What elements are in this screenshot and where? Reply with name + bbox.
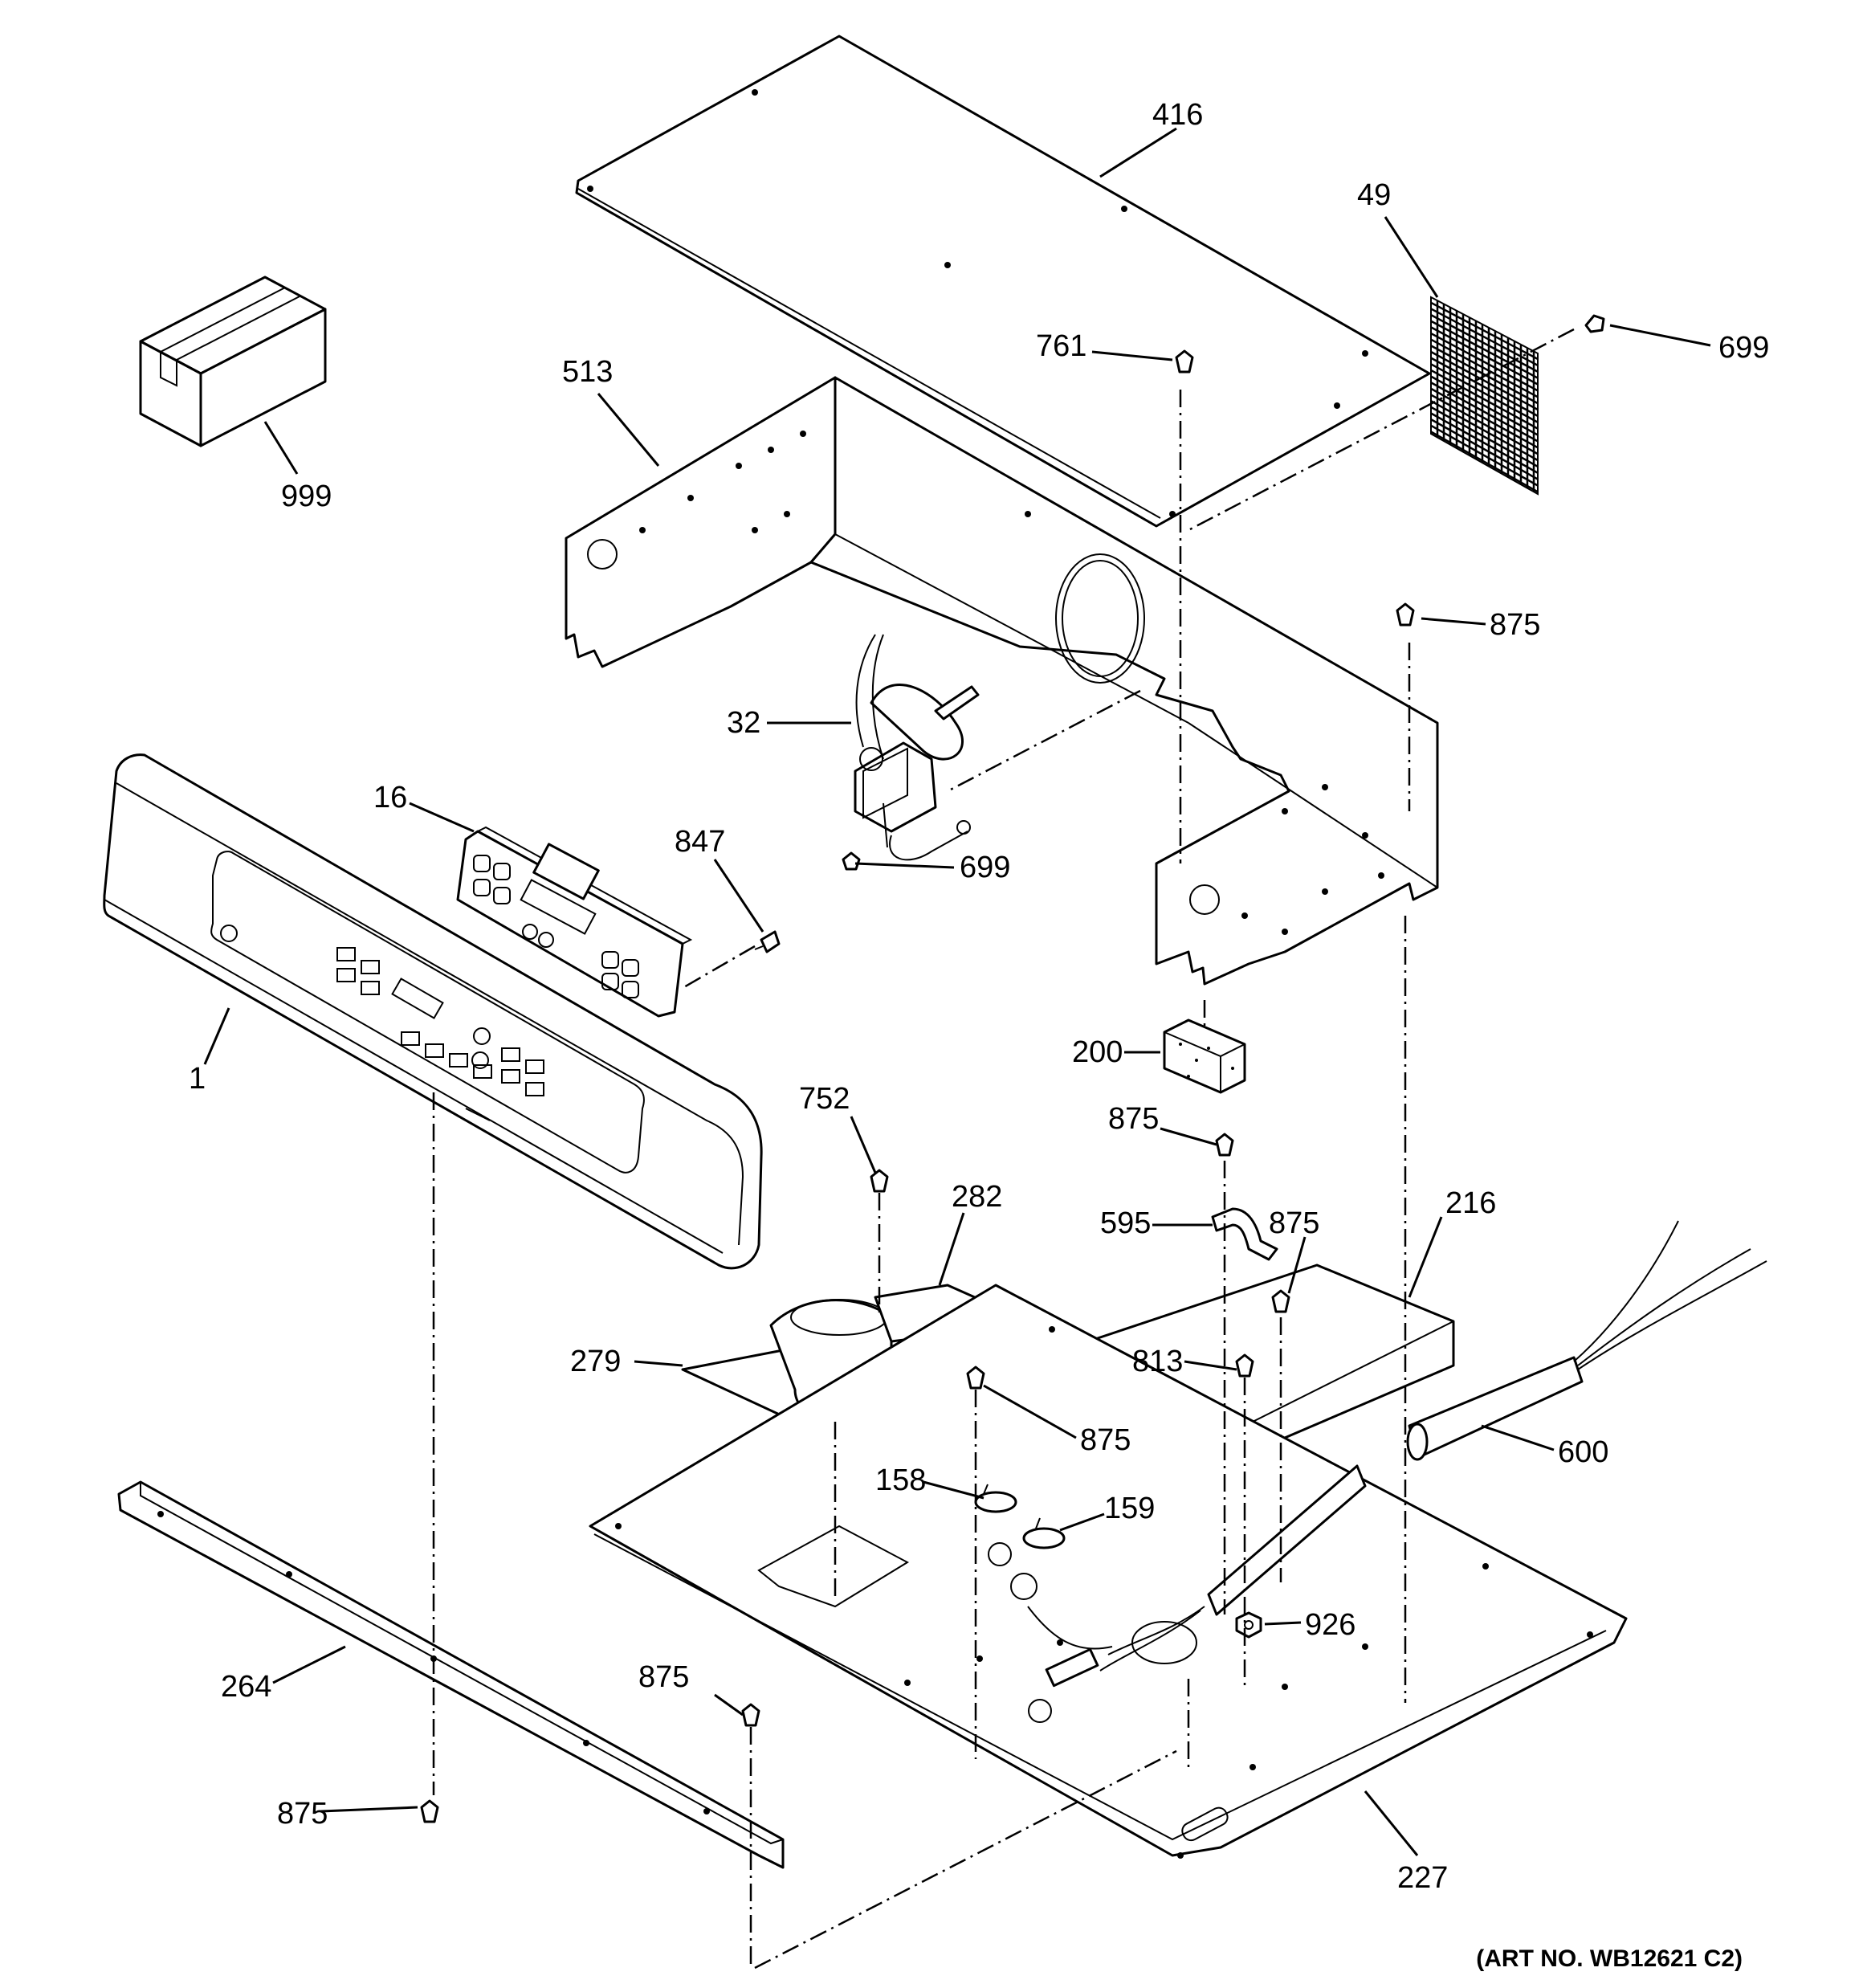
screw-875-rail bbox=[741, 1703, 760, 1727]
callout-875-bottom-left: 875 bbox=[277, 1797, 328, 1831]
screw-875-top-right bbox=[1396, 602, 1415, 627]
callout-1: 1 bbox=[189, 1062, 206, 1096]
callout-32: 32 bbox=[727, 706, 760, 740]
callout-216: 216 bbox=[1445, 1186, 1496, 1220]
mesh-line bbox=[1430, 345, 1539, 405]
callout-416: 416 bbox=[1152, 98, 1203, 132]
callout-699-top: 699 bbox=[1718, 331, 1769, 365]
screw-875-clamp bbox=[1271, 1289, 1290, 1313]
mesh-line bbox=[1430, 412, 1539, 474]
part-600-harness bbox=[1027, 1220, 1767, 1688]
part-595-clamp bbox=[1211, 1207, 1278, 1261]
part-264-bracket-rail bbox=[117, 1480, 785, 1869]
part-32-fan-motor bbox=[854, 634, 980, 861]
mesh-line bbox=[1430, 332, 1539, 392]
mesh-line bbox=[1430, 431, 1539, 493]
part-158-thermostat bbox=[974, 1484, 1017, 1513]
mesh-line bbox=[1430, 326, 1539, 386]
callout-847: 847 bbox=[675, 825, 725, 859]
mesh-line bbox=[1430, 350, 1539, 411]
callout-875-clamp: 875 bbox=[1269, 1206, 1319, 1240]
part-847-screw bbox=[754, 930, 781, 953]
mesh-line bbox=[1430, 308, 1539, 366]
callout-49: 49 bbox=[1357, 178, 1391, 212]
part-926-nut bbox=[1235, 1611, 1262, 1639]
callout-513: 513 bbox=[562, 355, 613, 389]
mesh-line bbox=[1430, 424, 1539, 487]
assembly-lines bbox=[432, 328, 1575, 1970]
leader-lines bbox=[203, 127, 1711, 1856]
callout-264: 264 bbox=[221, 1670, 271, 1704]
screw-875-plate bbox=[966, 1365, 985, 1390]
part-200-insulation bbox=[1163, 1018, 1246, 1094]
mesh-line bbox=[1430, 418, 1539, 480]
keypad-keys bbox=[336, 947, 544, 1096]
callout-875-rail: 875 bbox=[638, 1660, 689, 1694]
part-227-bottom-plate bbox=[589, 1284, 1628, 1859]
part-999-box bbox=[139, 276, 327, 447]
mesh-line bbox=[1430, 301, 1539, 361]
part-49-mesh-screen bbox=[1430, 296, 1539, 496]
screw-699-top bbox=[1584, 314, 1605, 333]
callout-875-mid: 875 bbox=[1108, 1102, 1159, 1136]
callout-761: 761 bbox=[1036, 329, 1086, 363]
callout-282: 282 bbox=[952, 1180, 1002, 1214]
callout-875-plate: 875 bbox=[1080, 1423, 1131, 1457]
mesh-line bbox=[1430, 394, 1539, 455]
callout-279: 279 bbox=[570, 1345, 621, 1378]
callout-875-top-right: 875 bbox=[1490, 608, 1540, 642]
mesh-line bbox=[1430, 375, 1539, 436]
part-416-top-panel bbox=[575, 35, 1431, 528]
callout-159: 159 bbox=[1104, 1492, 1155, 1525]
screw-699-mid bbox=[842, 851, 861, 871]
mesh-line bbox=[1430, 387, 1539, 449]
callout-227: 227 bbox=[1397, 1861, 1448, 1895]
mesh-line bbox=[1430, 382, 1539, 443]
callout-labels: 416 49 699 761 513 999 875 32 16 847 699… bbox=[189, 98, 1769, 1895]
callout-600: 600 bbox=[1558, 1435, 1608, 1469]
part-16-control-board bbox=[456, 826, 693, 1018]
mesh-line bbox=[1430, 400, 1539, 462]
mesh-line bbox=[1430, 363, 1539, 423]
mesh-line bbox=[1430, 313, 1539, 373]
screw-752 bbox=[870, 1169, 889, 1193]
callout-595: 595 bbox=[1100, 1206, 1151, 1240]
part-159-thermostat bbox=[1022, 1517, 1066, 1549]
callout-699-mid: 699 bbox=[960, 851, 1010, 884]
mesh-line bbox=[1430, 357, 1539, 417]
callout-752: 752 bbox=[799, 1082, 850, 1116]
callout-926: 926 bbox=[1305, 1608, 1355, 1642]
screw-813 bbox=[1235, 1353, 1254, 1378]
callout-813: 813 bbox=[1132, 1345, 1183, 1378]
art-number: (ART NO. WB12621 C2) bbox=[1476, 1945, 1743, 1972]
mesh-line bbox=[1430, 369, 1539, 430]
part-1-control-panel bbox=[103, 753, 763, 1270]
part-513-wrapper-shell bbox=[565, 376, 1439, 986]
screws bbox=[420, 314, 1605, 1823]
screw-761 bbox=[1175, 349, 1194, 374]
mesh-line bbox=[1430, 338, 1539, 398]
mesh-line bbox=[1430, 320, 1539, 379]
callout-200: 200 bbox=[1072, 1035, 1123, 1069]
mesh-line bbox=[1430, 406, 1539, 467]
board-buttons bbox=[473, 855, 639, 998]
screw-875-bottom-left bbox=[420, 1799, 439, 1823]
callout-16: 16 bbox=[373, 781, 407, 814]
callout-158: 158 bbox=[875, 1463, 926, 1497]
screw-875-mid bbox=[1215, 1133, 1234, 1157]
callout-999: 999 bbox=[281, 480, 332, 513]
